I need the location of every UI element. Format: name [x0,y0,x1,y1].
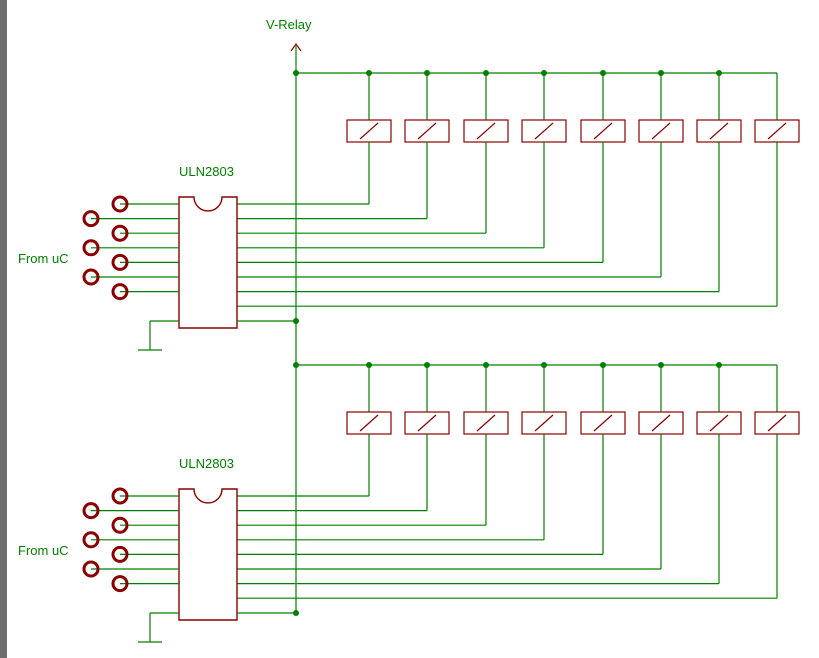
relay-coil-slash [709,122,729,140]
relay-coil-slash [767,414,787,432]
relay-coil-slash [359,122,379,140]
input-pad-icon [111,545,129,563]
ic-body [178,488,238,621]
input-pad-icon [111,516,129,534]
junction-dot-icon [293,610,299,616]
input-pad-icon [82,531,100,549]
input-pad-icon [111,224,129,242]
input-pad-icon [82,560,100,578]
ic-body [178,196,238,329]
input-pad-icon [82,210,100,228]
relay-coil-slash [767,122,787,140]
relay-coil-slash [534,414,554,432]
relay-coil-slash [359,414,379,432]
input-pad-icon [82,268,100,286]
ic-top-label: ULN2803 [179,164,234,179]
window-left-frame [0,0,7,658]
input-pad-icon [111,253,129,271]
input-pad-icon [111,283,129,301]
relay-coil-slash [593,122,613,140]
input-pad-icon [82,239,100,257]
relay-coil-slash [417,414,437,432]
input-pad-icon [82,502,100,520]
input-pad-icon [111,195,129,213]
relay-coil-slash [476,122,496,140]
relay-coil-slash [417,122,437,140]
supply-label: V-Relay [266,17,312,32]
relay-coil-slash [476,414,496,432]
supply-symbol [290,42,302,614]
input-pad-icon [111,575,129,593]
input-top-label: From uC [18,251,69,266]
driver-block-top [82,70,800,351]
relay-coil-slash [593,414,613,432]
junction-dot-icon [293,362,299,368]
relay-coil-slash [534,122,554,140]
relay-coil-slash [709,414,729,432]
input-bottom-label: From uC [18,543,69,558]
relay-coil-slash [651,122,671,140]
ic-bottom-label: ULN2803 [179,456,234,471]
input-pad-icon [111,487,129,505]
junction-dot-icon [293,318,299,324]
driver-block-bottom [82,362,800,643]
relay-coil-slash [651,414,671,432]
junction-dot-icon [293,70,299,76]
supply-arrow-icon [290,42,302,52]
